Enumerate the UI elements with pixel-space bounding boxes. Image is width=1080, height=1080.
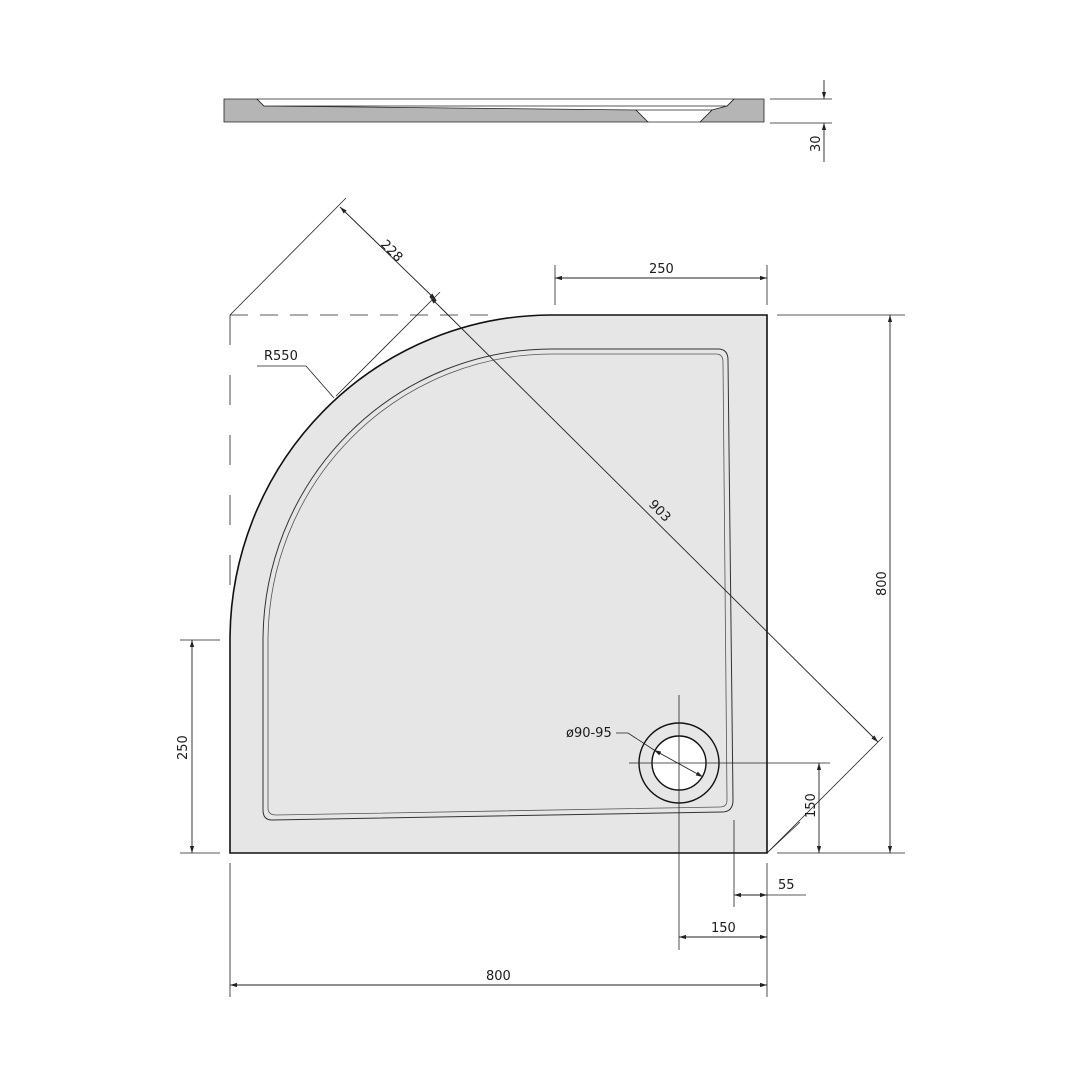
depth-label: 800 xyxy=(875,571,890,596)
left-flat-label: 250 xyxy=(176,735,191,760)
side-profile-view: 30 xyxy=(223,80,832,162)
width-label: 800 xyxy=(486,969,511,984)
drain-from-front-label: 150 xyxy=(804,793,819,818)
radius-label: R550 xyxy=(264,349,298,364)
drain: ø90-95 xyxy=(566,695,830,950)
height-dimension-label: 30 xyxy=(809,135,824,152)
offset-diagonal-label: 228 xyxy=(377,237,405,265)
top-flat-label: 250 xyxy=(649,262,674,277)
tray-plan-view: ø90-95 xyxy=(229,314,830,950)
drain-diameter-label: ø90-95 xyxy=(566,726,612,741)
rim-width-label: 55 xyxy=(778,878,795,893)
drain-from-side-label: 150 xyxy=(711,921,736,936)
